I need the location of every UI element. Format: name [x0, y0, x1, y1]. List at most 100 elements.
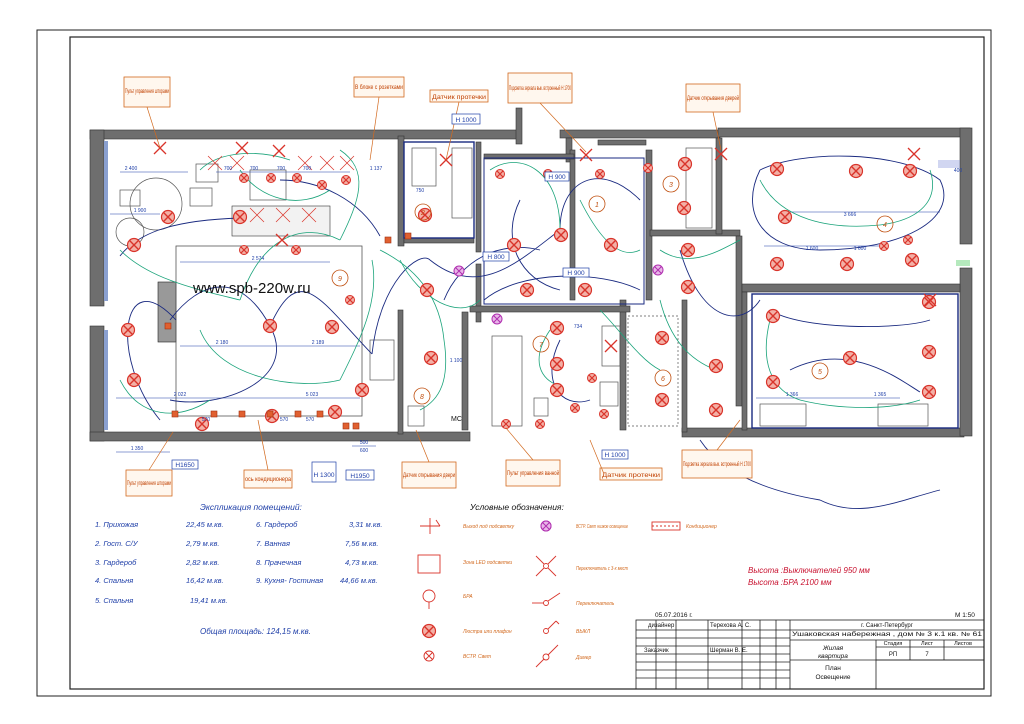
dimension-label: 2 180	[216, 340, 229, 346]
room-number: 6	[661, 376, 665, 383]
dimension-label: 700	[277, 166, 286, 172]
room-number: 4	[883, 222, 887, 229]
customer-name: Шерман В. Е.	[710, 648, 748, 654]
designer-label: дизайнер	[648, 622, 675, 629]
explication-room-name: 9. Кухня- Гостиная	[256, 576, 323, 585]
explication-room-area: 3,31 м.кв.	[349, 520, 382, 529]
height-label: Н 800	[487, 254, 505, 261]
callout-leaders	[146, 96, 741, 475]
led-zone-symbol-icon	[417, 554, 441, 574]
callout-socket-block: В блоке с розетками	[355, 85, 403, 91]
explication-room-area: 19,41 м.кв.	[190, 596, 228, 605]
sconce-height-note: Высота :БРА 2100 мм	[748, 578, 832, 587]
callout-door-sensor-top: Датчик открывания дверей	[687, 95, 739, 102]
utility-cabinet-label: МС	[451, 416, 462, 423]
explication-room-name: 6. Гардероб	[256, 520, 298, 529]
legend-symbols	[417, 518, 681, 668]
sheet-value: 7	[925, 652, 929, 658]
height-label: Н 900	[548, 174, 566, 181]
dimension-label: 2 574	[252, 256, 265, 262]
sheet-header: Лист	[921, 641, 933, 647]
callout-ac-axis: ось кондиционера	[245, 477, 292, 483]
legend-label: Кондиционер	[686, 524, 717, 530]
legend-label: Димер	[575, 655, 592, 661]
outer-frame	[36, 29, 992, 697]
room-number: 9	[338, 276, 342, 283]
dimension-label: 2 400	[125, 166, 138, 172]
object-type-2: квартира	[818, 653, 848, 660]
ac-unit-symbol-icon	[651, 521, 681, 531]
callout-bath-remote: Пульт управления ванной	[507, 470, 559, 477]
dimension-label: 500	[360, 440, 369, 446]
dimension-label: 700	[250, 166, 259, 172]
explication-room-area: 16,42 м.кв.	[186, 576, 224, 585]
dimension-label: 1 900	[134, 208, 147, 214]
low-spotlight-symbol-icon	[540, 520, 552, 532]
callout-leak-sensor-bottom: Датчик протечки	[602, 473, 660, 479]
outlet-symbol-icon	[420, 518, 441, 534]
callout-curtain-remote-top: Пульт управления шторами	[125, 89, 169, 95]
dimension-label: 2 189	[312, 340, 325, 346]
inner-frame	[69, 36, 985, 690]
callout-door-sensor-bottom: Датчик открывания двери	[403, 473, 455, 479]
dimension-label: 2 022	[174, 392, 187, 398]
legend-label: ВСТР. Свет низкое освещение	[576, 524, 628, 530]
dimension-label: 5 023	[306, 392, 319, 398]
spot-lights	[238, 162, 914, 430]
legend-label: Переключатель	[576, 601, 615, 607]
wall-lights	[453, 264, 664, 532]
switch-height-note: Высота :Выключателей 950 мм	[748, 566, 870, 575]
customer-label: Заказчик	[644, 648, 669, 654]
dimension-label: 700	[224, 166, 233, 172]
dimension-lines	[110, 171, 940, 453]
callout-curtain-remote-bottom: Пульт управления шторами	[127, 481, 171, 487]
callout-leak-sensor-top: Датчик протечки	[432, 95, 486, 101]
callout-boxes	[123, 72, 753, 497]
address-street: Ушаковская набережная , дом № 3 к.1 кв. …	[792, 631, 983, 638]
explication-room-area: 22,45 м.кв.	[185, 520, 224, 529]
dimension-label: 600	[360, 448, 369, 454]
object-type: Жилая	[822, 645, 844, 652]
explication-room-name: 2. Гост. С/У	[94, 539, 139, 548]
height-boxes	[171, 113, 629, 483]
explication-room-area: 7,56 м.кв.	[345, 539, 378, 548]
legend-label: Зона LED подсветки	[463, 560, 512, 566]
room-number: 7	[539, 342, 544, 349]
dimension-label: 570	[202, 417, 211, 423]
height-label: Н 1000	[605, 452, 626, 459]
legend-label: Люстра или плафон	[462, 629, 512, 635]
off-switch-symbol-icon	[543, 620, 560, 634]
legend-label: БРА	[463, 594, 473, 600]
stage-value: РП	[889, 652, 897, 658]
room-number: 1	[595, 202, 599, 209]
room-number: 8	[420, 394, 424, 401]
drawing-scale: М 1:50	[955, 612, 975, 619]
dimension-label: 3 666	[844, 212, 857, 218]
title-block	[635, 619, 985, 690]
sconce-symbol-icon	[422, 589, 436, 609]
wiring-blue	[119, 155, 945, 509]
room-number: 5	[818, 369, 822, 376]
height-label: Н1950	[350, 473, 370, 480]
sheets-header: Листов	[954, 641, 972, 647]
dimension-label: 1 366	[786, 392, 799, 398]
explication-room-area: 4,73 м.кв.	[345, 558, 378, 567]
room-number: 3	[669, 182, 673, 189]
explication-room-area: 2,82 м.кв.	[185, 558, 219, 567]
dimension-label: 734	[574, 324, 583, 330]
explication-title: Экспликация помещений:	[200, 502, 303, 512]
designer-name: Терехова А. С.	[710, 623, 751, 629]
dimension-label: 570	[280, 417, 289, 423]
chandelier-symbol-icon	[421, 623, 437, 639]
drawing-title: План	[825, 665, 841, 672]
legend-title: Условные обозначения:	[469, 502, 564, 512]
dimension-label: 1 600	[806, 246, 819, 252]
led-strip-markers	[164, 232, 412, 430]
legend-label: Выход под подсветку	[463, 524, 515, 530]
room-number: 2	[420, 210, 425, 217]
cabinet-x	[207, 155, 355, 223]
explication-room-name: 3. Гардероб	[95, 558, 137, 567]
dimension-label: 1 350	[131, 446, 144, 452]
switch-symbol-icon	[532, 592, 561, 606]
